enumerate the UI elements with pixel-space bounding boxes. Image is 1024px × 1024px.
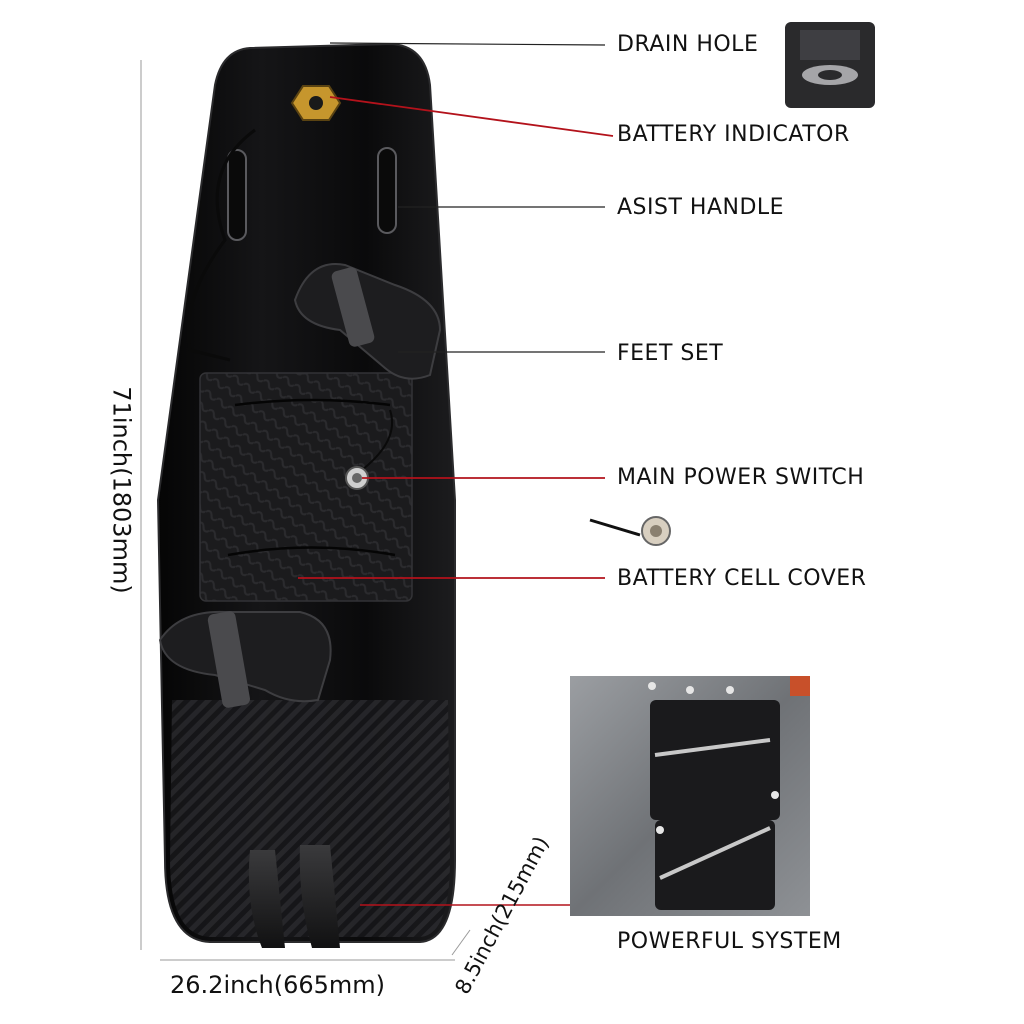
label-main-power-switch: MAIN POWER SWITCH	[617, 465, 865, 490]
assist-handle-right[interactable]	[377, 147, 397, 234]
leash-cable	[186, 128, 256, 362]
leash-plug-icon	[589, 516, 671, 546]
label-drain-hole: DRAIN HOLE	[617, 32, 759, 57]
battery-cell-cover	[199, 372, 413, 602]
label-feet-set: FEET SET	[617, 341, 724, 366]
powerful-system-photo	[570, 676, 810, 916]
leader-battery-indicator	[329, 96, 614, 137]
switch-cable	[361, 409, 394, 471]
label-powerful-system: POWERFUL SYSTEM	[617, 929, 842, 954]
drain-plug-icon	[785, 22, 875, 108]
carbon-tail	[170, 700, 450, 937]
jet-nozzles	[248, 845, 340, 948]
battery-indicator-icon	[290, 85, 342, 121]
leader-drain-hole	[329, 42, 606, 46]
width-dimension-label: 26.2inch(665mm)	[170, 971, 386, 999]
label-assist-handle: ASIST HANDLE	[617, 195, 785, 220]
front-foot-binding	[293, 263, 442, 380]
pad-strap-top	[234, 398, 391, 407]
height-dimension-line	[451, 929, 471, 956]
assist-handle-left[interactable]	[227, 149, 247, 241]
label-battery-indicator: BATTERY INDICATOR	[617, 122, 850, 147]
pad-strap-bottom	[227, 546, 396, 557]
length-dimension-label: 71inch(1803mm)	[107, 386, 136, 594]
label-battery-cell-cover: BATTERY CELL COVER	[617, 566, 867, 591]
rear-foot-binding	[158, 610, 332, 708]
